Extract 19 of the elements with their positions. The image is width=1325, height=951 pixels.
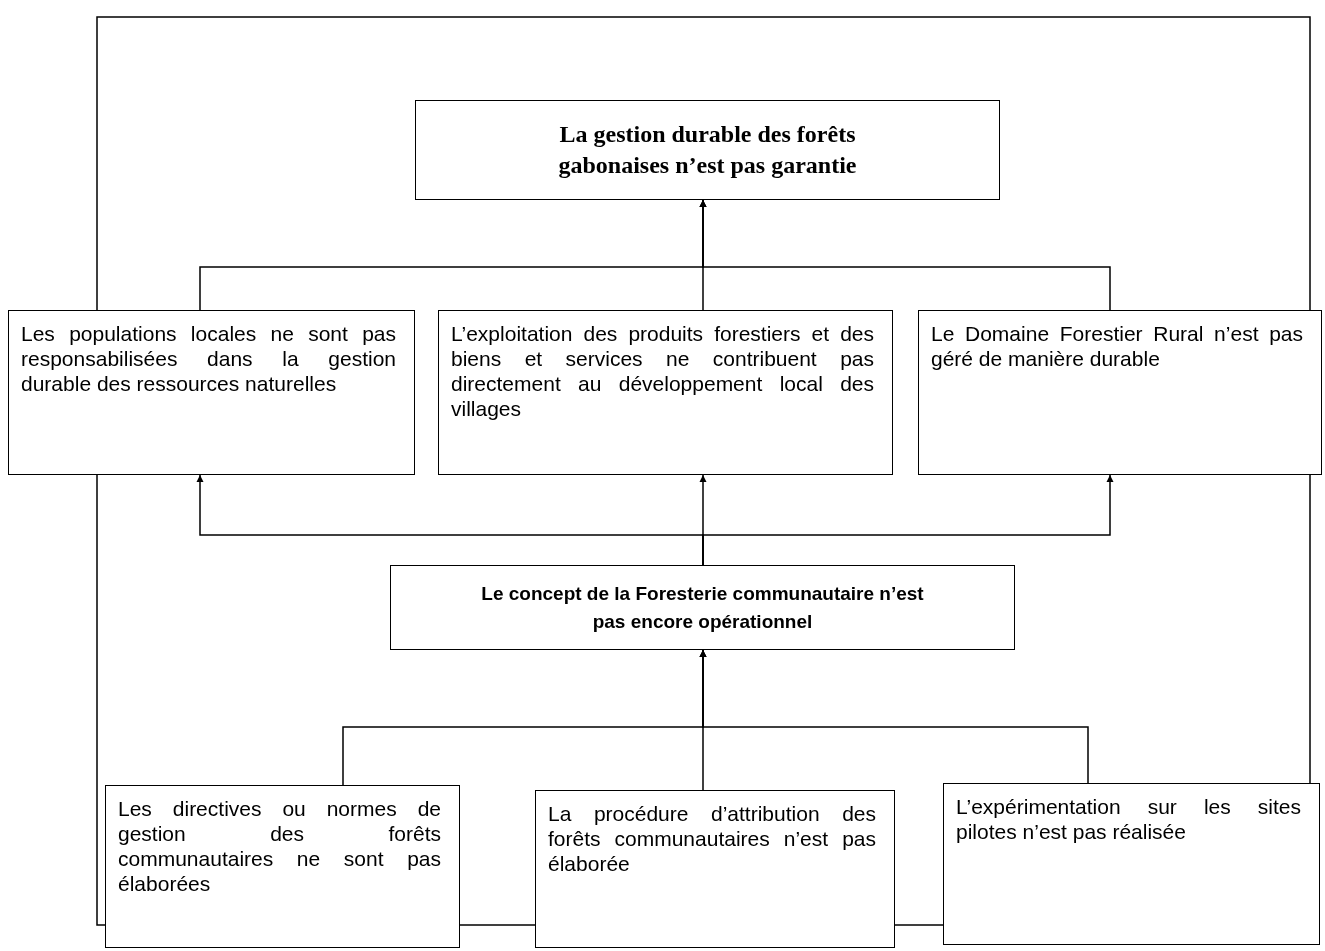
box-text: Les populations locales ne sont pas responsabilisées dans la gestion durable des ressources naturelles: [21, 321, 396, 396]
box-text: Le concept de la Foresterie communautaire n’est pas encore opérationnel: [481, 581, 924, 634]
box-text: L’exploitation des produits forestiers et des biens et services ne contribuent pas directement au développement local des villages: [451, 321, 874, 421]
cause-box: [535, 790, 895, 948]
arrow: [699, 649, 1089, 784]
cause-box: [105, 785, 460, 948]
cause-box: [943, 783, 1320, 945]
cause-box: [918, 310, 1322, 475]
cause-box: [438, 310, 893, 475]
box-text: La procédure d’attribution des forêts communautaires n’est pas élaborée: [548, 801, 876, 876]
arrow: [702, 474, 1114, 566]
box-text: La gestion durable des forêts gabonaises n’est pas garantie: [557, 120, 858, 180]
arrow: [699, 199, 1111, 311]
cause-box: [8, 310, 415, 475]
box-text: Le Domaine Forestier Rural n’est pas géré de manière durable: [931, 321, 1303, 371]
problem-box: [390, 565, 1015, 650]
problem-box: [415, 100, 1000, 200]
box-text: Les directives ou normes de gestion des forêts communautaires ne sont pas élaborées: [118, 796, 441, 896]
box-text: L’expérimentation sur les sites pilotes n’est pas réalisée: [956, 794, 1301, 844]
